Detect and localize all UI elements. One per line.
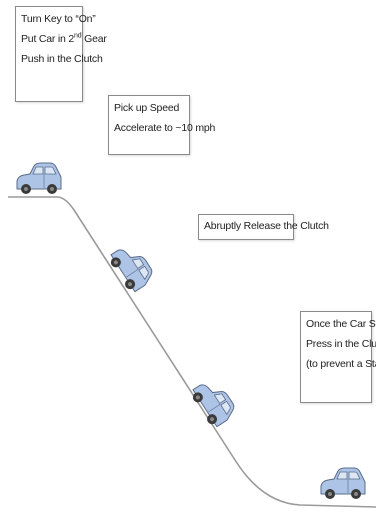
step-line: Pick up Speed bbox=[114, 102, 180, 114]
step-note-start: Turn Key to “On” Put Car in 2nd Gear Pus… bbox=[15, 6, 107, 102]
step-line: Put Car in 2nd Gear bbox=[21, 32, 107, 46]
step-note-release-clutch: Abruptly Release the Clutch bbox=[198, 214, 329, 240]
hill-slope-line bbox=[8, 196, 376, 508]
step-line: Accelerate to ~10 mph bbox=[114, 122, 216, 134]
car-icon bbox=[188, 375, 240, 430]
step-note-car-starts: Once the Car Starts Press in the Clutch … bbox=[300, 311, 376, 403]
car-icon bbox=[106, 240, 158, 295]
step-line: Abruptly Release the Clutch bbox=[204, 220, 329, 232]
step-note-accelerate: Pick up Speed Accelerate to ~10 mph bbox=[108, 95, 216, 155]
step-line: (to prevent a Stall) bbox=[306, 358, 376, 370]
step-line: Push in the Clutch bbox=[21, 53, 103, 65]
car-icon bbox=[320, 467, 366, 500]
step-line: Turn Key to “On” bbox=[21, 13, 96, 25]
step-line: Press in the Clutch bbox=[306, 338, 376, 350]
step-line: Once the Car Starts bbox=[306, 318, 376, 330]
car-icon bbox=[16, 162, 62, 195]
